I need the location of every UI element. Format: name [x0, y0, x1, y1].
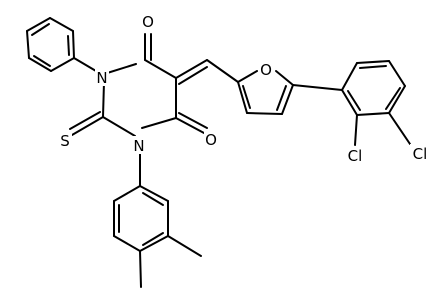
bond-lines [26, 17, 411, 288]
atom-o-lower-text: O [205, 131, 217, 149]
atom-n-top-text: N [96, 69, 107, 87]
atom-s-thione: S [58, 131, 72, 150]
bond-phenyl-n [73, 57, 97, 72]
atom-cl-1-text: Cl [348, 147, 363, 165]
atom-o-upper: O [141, 12, 155, 31]
bond-c-cl-2 [388, 112, 411, 145]
dichlorophenyl-ring [341, 60, 406, 116]
atom-cl-1: Cl [345, 146, 366, 165]
atom-labels: O N O S N O Cl Cl [58, 12, 431, 165]
bond-vinyl [206, 59, 239, 83]
atom-cl-2: Cl [410, 144, 431, 163]
atom-o-upper-text: O [142, 13, 154, 31]
atom-n-top: N [95, 68, 109, 87]
bond-furan-aryl [292, 84, 343, 91]
bond-exocyclic-double [175, 59, 208, 79]
phenyl-ring [26, 17, 75, 72]
bond-c-cl-1 [354, 114, 358, 146]
bond-methyl-4 [139, 250, 142, 288]
dimethylphenyl-ring [113, 185, 169, 252]
atom-o-furan: O [259, 60, 273, 79]
atom-o-furan-text: O [260, 61, 272, 79]
pyrimidine-ring [69, 33, 208, 137]
atom-s-thione-text: S [60, 132, 70, 150]
atom-n-bottom-text: N [133, 137, 144, 155]
atom-cl-2-text: Cl [413, 145, 428, 163]
atom-o-lower: O [204, 130, 218, 149]
bond-exocyclic-double-inner [178, 66, 208, 85]
furan-ring [237, 70, 294, 115]
bond-methyl-3 [167, 235, 202, 257]
atom-n-bottom: N [132, 136, 146, 155]
